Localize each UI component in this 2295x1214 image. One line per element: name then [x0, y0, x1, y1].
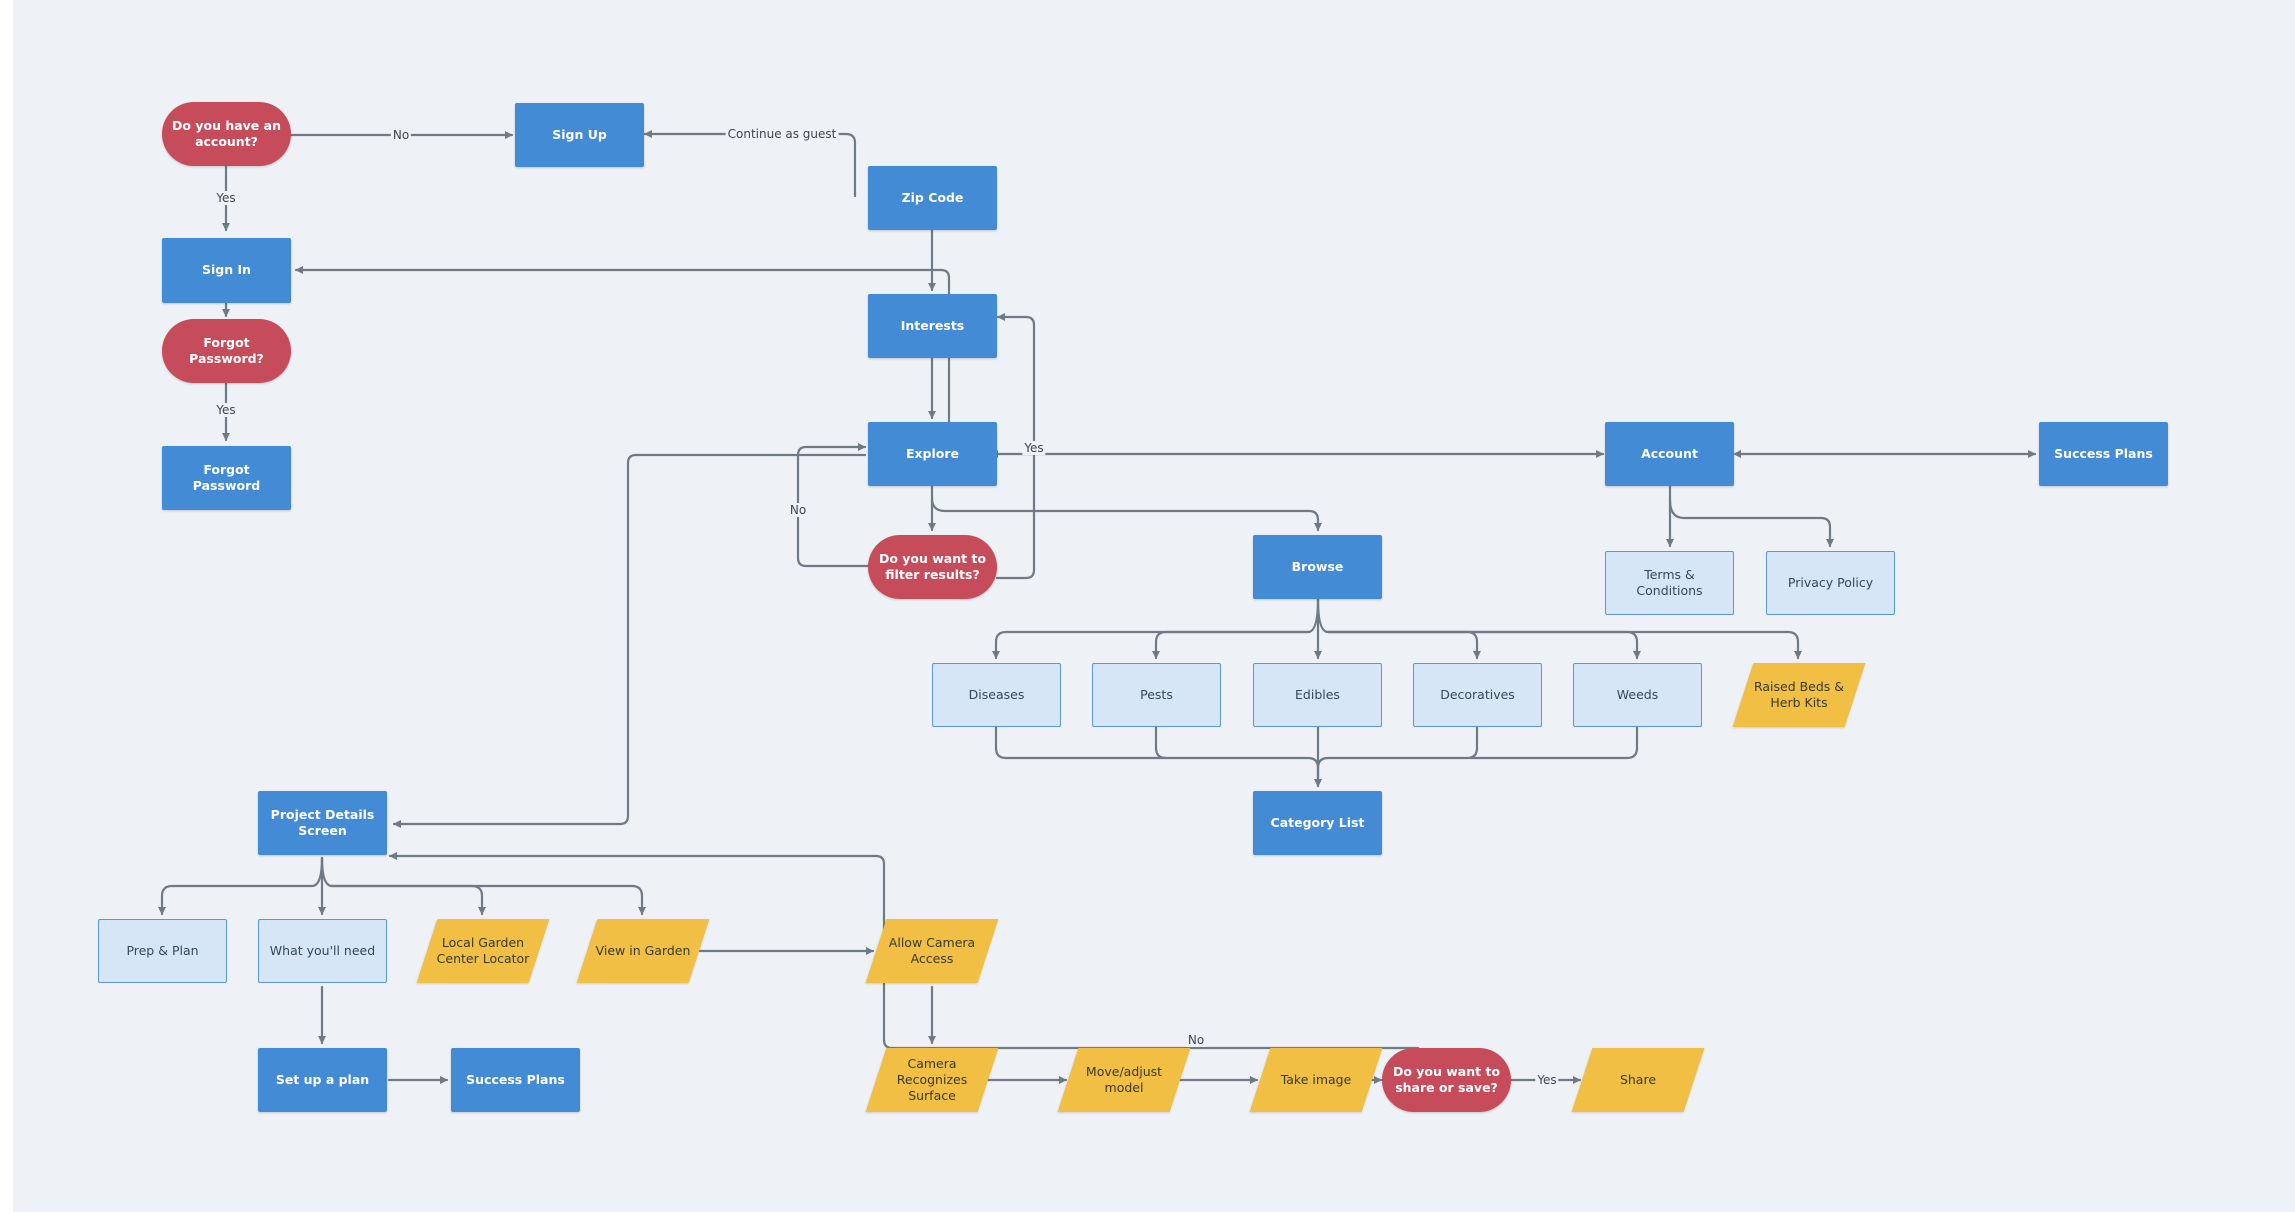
node-label: Sign Up	[552, 126, 607, 142]
node-label: Do you want to filter results?	[878, 550, 987, 582]
category-list-node[interactable]: Category List	[1253, 791, 1382, 855]
set-up-a-plan-node[interactable]: Set up a plan	[258, 1048, 387, 1112]
edge-label-yes-forgot: Yes	[214, 403, 238, 417]
what-youll-need-node[interactable]: What you'll need	[258, 919, 387, 983]
success-plans-top-node[interactable]: Success Plans	[2039, 422, 2168, 486]
node-label: Local Garden Center Locator	[436, 934, 530, 966]
node-label: What you'll need	[269, 942, 376, 958]
node-label: Interests	[900, 317, 965, 333]
zip-code-node[interactable]: Zip Code	[868, 166, 997, 230]
privacy-policy-node[interactable]: Privacy Policy	[1766, 551, 1895, 615]
success-plans-bottom-node[interactable]: Success Plans	[451, 1048, 580, 1112]
view-in-garden-node[interactable]: View in Garden	[576, 919, 710, 983]
camera-recognizes-surface-node[interactable]: Camera Recognizes Surface	[865, 1048, 999, 1112]
edge-label-no-share: No	[1185, 1033, 1207, 1047]
edge-project-prep	[158, 856, 324, 916]
node-label: Browse	[1291, 558, 1344, 574]
node-label: Weeds	[1616, 686, 1659, 702]
node-label: Decoratives	[1440, 686, 1515, 702]
node-label: Move/adjust model	[1085, 1063, 1163, 1095]
raised-beds-herb-kits-node[interactable]: Raised Beds & Herb Kits	[1732, 663, 1866, 727]
take-image-node[interactable]: Take image	[1249, 1048, 1383, 1112]
edge-browse-pests	[1152, 630, 1311, 660]
weeds-node[interactable]: Weeds	[1573, 663, 1702, 727]
interests-node[interactable]: Interests	[868, 294, 997, 358]
decoratives-node[interactable]: Decoratives	[1413, 663, 1542, 727]
node-label: Terms & Conditions	[1636, 566, 1703, 598]
forgot-password-decision[interactable]: Forgot Password?	[162, 319, 291, 383]
node-label: Camera Recognizes Surface	[896, 1055, 968, 1104]
edge-label-no-signup: No	[390, 128, 412, 142]
explore-node[interactable]: Explore	[868, 422, 997, 486]
browse-node[interactable]: Browse	[1253, 535, 1382, 599]
sign-up-node[interactable]: Sign Up	[515, 103, 644, 167]
node-label: Project Details Screen	[270, 806, 375, 838]
allow-camera-access-node[interactable]: Allow Camera Access	[865, 919, 999, 983]
account-node[interactable]: Account	[1605, 422, 1734, 486]
edge-label-yes-share: Yes	[1535, 1073, 1559, 1087]
edge-guest-signup-zip	[643, 130, 857, 198]
node-label: Pests	[1140, 686, 1173, 702]
edge-project-view	[330, 884, 646, 916]
edge-explore-browse	[930, 496, 1322, 532]
edge-browse-diseases	[992, 597, 1320, 660]
node-label: Do you have an account?	[172, 117, 281, 149]
local-garden-center-locator-node[interactable]: Local Garden Center Locator	[416, 919, 550, 983]
node-label: Allow Camera Access	[888, 934, 976, 966]
node-label: Diseases	[968, 686, 1025, 702]
edge-label-yes-signin: Yes	[214, 191, 238, 205]
edge-explore-signin	[294, 266, 951, 454]
node-label: Do you want to share or save?	[1392, 1063, 1501, 1095]
forgot-password-node[interactable]: Forgot Password	[162, 446, 291, 510]
node-label: Forgot Password	[192, 461, 261, 493]
node-label: Zip Code	[901, 189, 964, 205]
terms-conditions-node[interactable]: Terms & Conditions	[1605, 551, 1734, 615]
edge-browse-raised	[1326, 630, 1802, 660]
node-label: Raised Beds & Herb Kits	[1753, 678, 1845, 710]
pests-node[interactable]: Pests	[1092, 663, 1221, 727]
node-label: Success Plans	[466, 1071, 565, 1087]
node-label: Explore	[905, 445, 960, 461]
edge-weeds-category	[1468, 725, 1639, 760]
edge-label-continue-as-guest: Continue as guest	[725, 127, 839, 141]
node-label: Category List	[1270, 814, 1365, 830]
node-label: Forgot Password?	[189, 334, 264, 366]
node-label: Privacy Policy	[1787, 574, 1874, 590]
edge-account-privacy	[1668, 498, 1834, 548]
node-label: Edibles	[1295, 686, 1340, 702]
project-details-screen-node[interactable]: Project Details Screen	[258, 791, 387, 855]
edge-decoratives-category	[1316, 725, 1479, 770]
prep-plan-node[interactable]: Prep & Plan	[98, 919, 227, 983]
share-node[interactable]: Share	[1571, 1048, 1705, 1112]
move-adjust-model-node[interactable]: Move/adjust model	[1057, 1048, 1191, 1112]
node-label: Take image	[1280, 1071, 1352, 1087]
share-or-save-decision[interactable]: Do you want to share or save?	[1382, 1048, 1511, 1112]
edge-pests-category	[1154, 725, 1168, 760]
edge-browse-weeds	[1326, 630, 1641, 660]
sign-in-node[interactable]: Sign In	[162, 238, 291, 303]
edge-label-yes-filter: Yes	[1022, 441, 1046, 455]
node-label: Success Plans	[2054, 445, 2153, 461]
edge-explore-project	[392, 453, 867, 828]
edge-browse-decoratives	[1316, 597, 1481, 660]
node-label: Account	[1641, 445, 1698, 461]
filter-results-decision[interactable]: Do you want to filter results?	[868, 535, 997, 599]
node-label: View in Garden	[595, 942, 691, 958]
edge-filter-no-explore	[796, 443, 872, 568]
node-label: Set up a plan	[275, 1071, 370, 1087]
edge-label-no-filter: No	[787, 503, 809, 517]
edibles-node[interactable]: Edibles	[1253, 663, 1382, 727]
node-label: Prep & Plan	[126, 942, 199, 958]
node-label: Share	[1619, 1071, 1657, 1087]
do-you-have-an-account-decision[interactable]: Do you have an account?	[162, 102, 291, 166]
node-label: Sign In	[201, 262, 252, 278]
diseases-node[interactable]: Diseases	[932, 663, 1061, 727]
diagram-canvas	[13, 0, 2295, 1212]
